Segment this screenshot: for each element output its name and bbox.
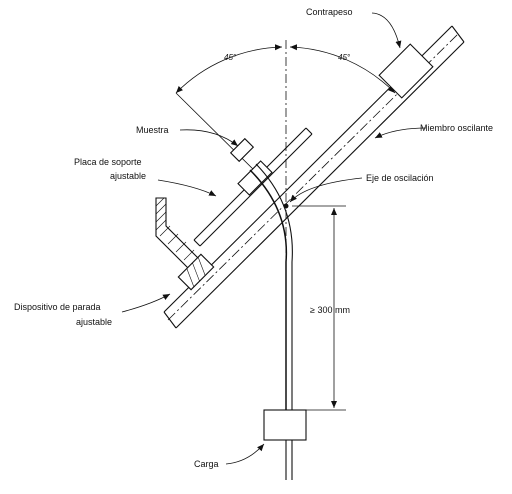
label-placa-line2: ajustable bbox=[110, 171, 146, 181]
leader-carga bbox=[225, 443, 265, 465]
label-miembro-oscilante: Miembro oscilante bbox=[420, 123, 493, 133]
counterweight-block bbox=[378, 43, 434, 99]
label-eje: Eje de oscilación bbox=[366, 173, 434, 183]
left-45-arc bbox=[175, 44, 283, 94]
wall-stop-device bbox=[155, 197, 201, 271]
right-45-arc bbox=[289, 44, 396, 94]
dimension-line bbox=[292, 205, 346, 411]
sample-strip bbox=[249, 163, 293, 480]
load-block bbox=[263, 409, 307, 441]
label-muestra: Muestra bbox=[136, 125, 169, 135]
label-dispositivo-line2: ajustable bbox=[76, 317, 112, 327]
leader-contrapeso bbox=[371, 12, 402, 49]
label-angle-right: 45° bbox=[338, 53, 351, 62]
pivot-point bbox=[283, 203, 289, 209]
label-dispositivo-line1: Dispositivo de parada bbox=[14, 302, 101, 312]
label-placa-line1: Placa de soporte bbox=[74, 157, 142, 167]
label-angle-left: 45° bbox=[224, 53, 237, 62]
leader-muestra bbox=[179, 129, 239, 147]
label-carga: Carga bbox=[194, 459, 219, 469]
leader-dispositivo bbox=[121, 293, 171, 313]
leader-eje bbox=[289, 177, 363, 203]
label-dimension: ≥ 300 mm bbox=[310, 305, 350, 315]
label-contrapeso: Contrapeso bbox=[306, 7, 353, 17]
plate-clamp-block bbox=[237, 160, 273, 196]
sample-clamp-block bbox=[229, 137, 255, 163]
left-45-reference-line bbox=[175, 92, 259, 175]
stop-block bbox=[177, 253, 215, 291]
leader-placa bbox=[157, 179, 217, 197]
leader-miembro bbox=[374, 127, 427, 139]
